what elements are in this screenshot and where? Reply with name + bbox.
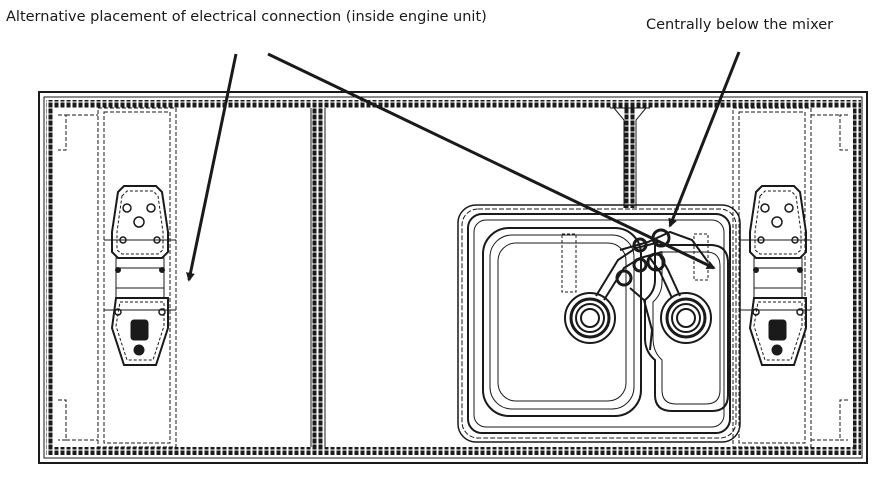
- right-hinge-assembly: [739, 185, 811, 366]
- small-drain: [660, 292, 712, 344]
- annotation-alternative-placement: Alternative placement of electrical conn…: [6, 9, 487, 25]
- arrow-left-panel: [186, 53, 238, 282]
- cabinet-frame: [38, 91, 868, 464]
- main-drain: [564, 292, 616, 344]
- annotation-arrows: [186, 51, 741, 282]
- left-side-panel: [58, 107, 177, 448]
- right-side-panel: [732, 107, 848, 448]
- sink-unit: [457, 204, 741, 443]
- annotation-centrally-below-mixer: Centrally below the mixer: [646, 17, 834, 33]
- left-hinge-assembly: [104, 185, 176, 366]
- arrow-sink-corner: [267, 52, 716, 270]
- small-basin: [644, 244, 729, 412]
- partition-left: [310, 108, 326, 448]
- arrow-below-mixer: [668, 51, 741, 228]
- partition-sink: [610, 107, 650, 208]
- sink-piping: [595, 228, 709, 351]
